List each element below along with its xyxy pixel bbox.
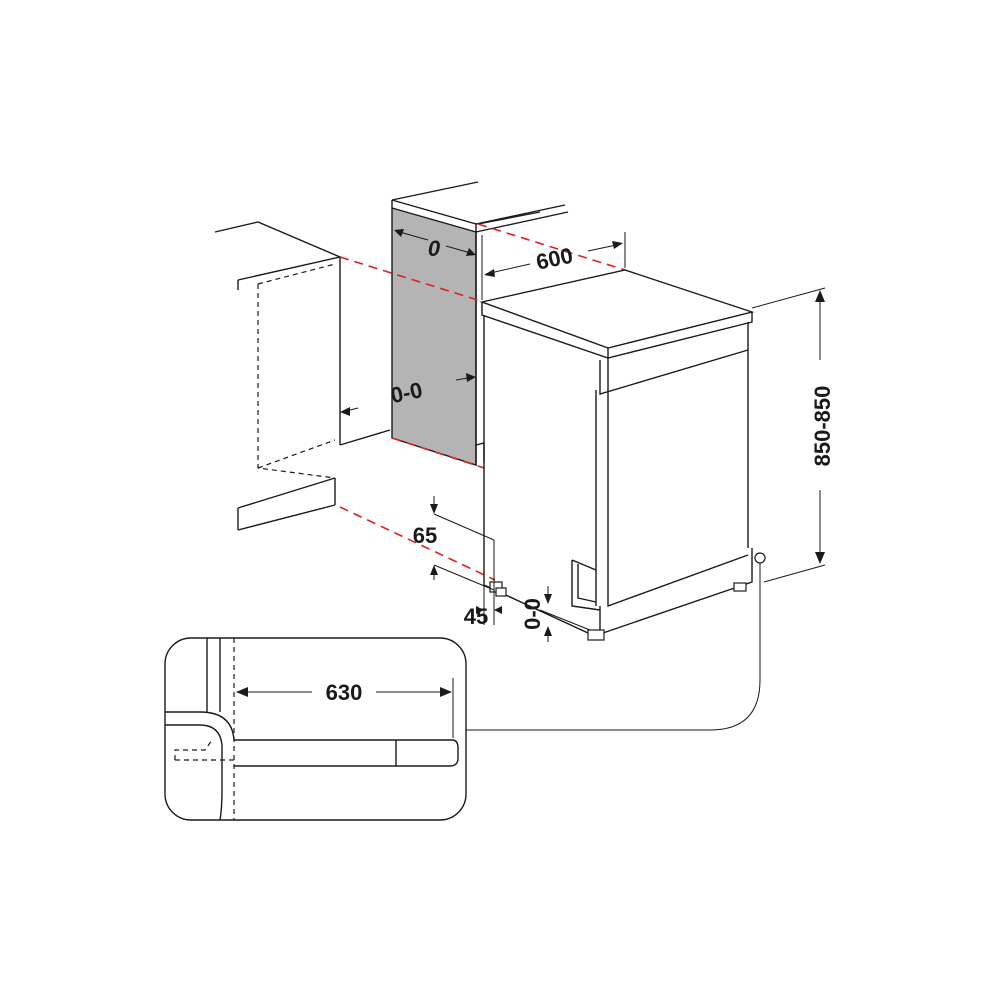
height-label: 850-850 bbox=[810, 386, 835, 467]
plinth-height-dimension: 65 bbox=[413, 496, 495, 591]
foot-adjust-label: 0-0 bbox=[520, 598, 545, 630]
height-dimension: 850-850 bbox=[751, 287, 835, 583]
detail-inset: 630 bbox=[164, 637, 467, 821]
left-cabinet bbox=[214, 221, 391, 531]
niche-gap-label: 0 bbox=[428, 236, 441, 261]
plinth-height-label: 65 bbox=[413, 523, 437, 548]
plinth-depth-label: 45 bbox=[464, 604, 488, 629]
plinth-depth-dimension: 45 bbox=[464, 540, 502, 629]
side-panel bbox=[391, 181, 569, 466]
detail-callout-leader bbox=[466, 552, 766, 731]
width-label: 600 bbox=[534, 243, 575, 275]
niche-gap-dimension: 0 bbox=[394, 229, 476, 261]
red-guide-lines bbox=[339, 223, 626, 581]
foot-adjust-dimension: 0-0 bbox=[520, 586, 591, 642]
depth-label: 630 bbox=[326, 680, 363, 705]
dishwasher bbox=[479, 269, 755, 641]
left-gap-arrow bbox=[340, 407, 359, 416]
